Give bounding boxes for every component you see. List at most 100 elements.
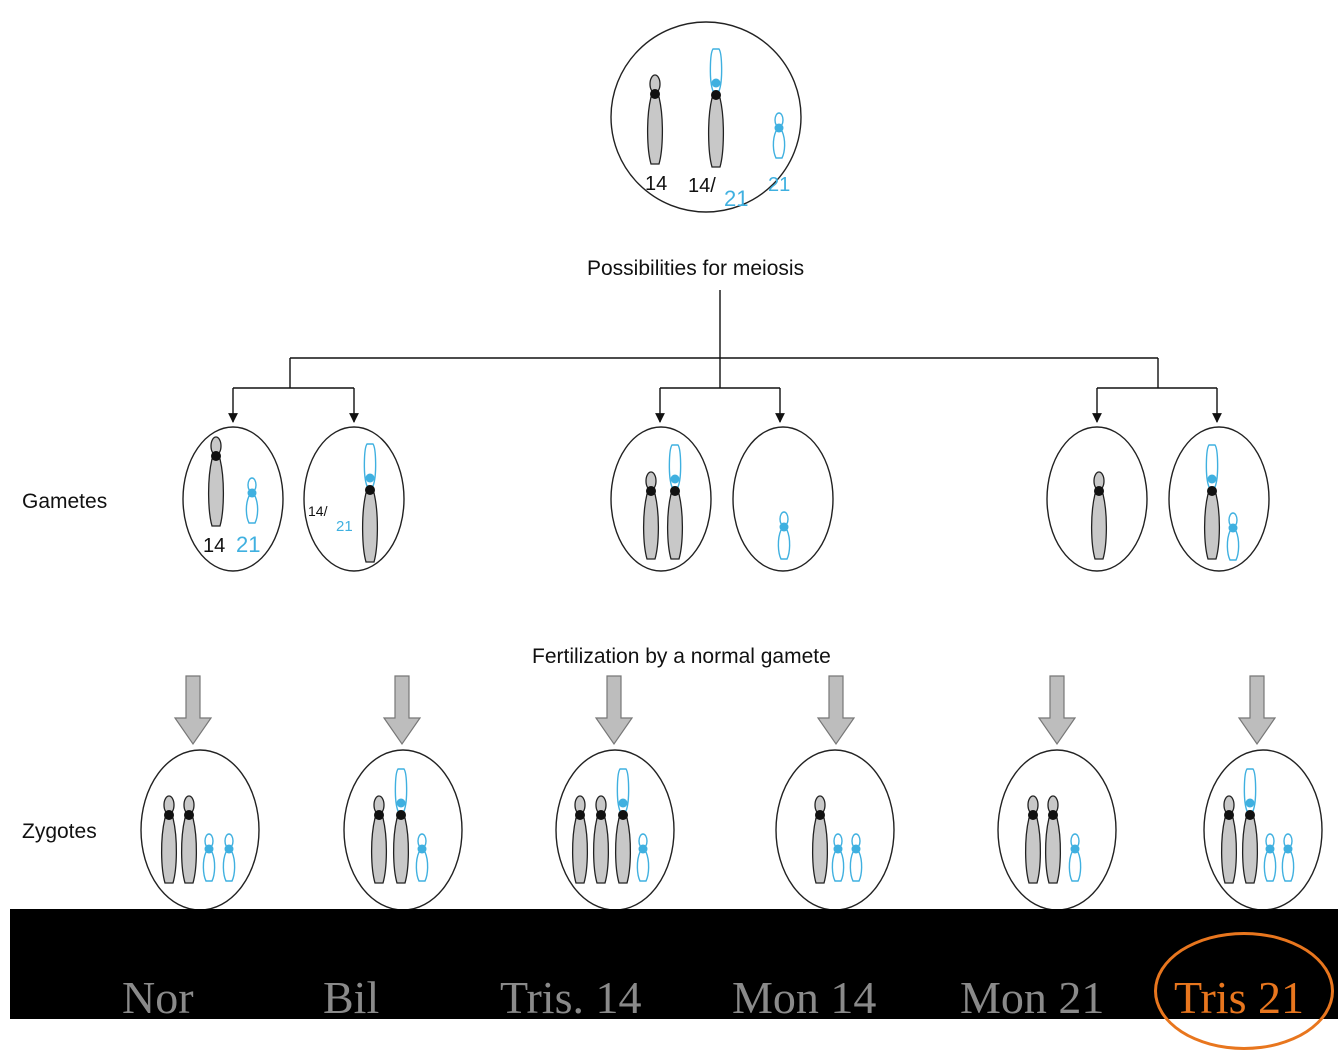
- fertilization-arrow-1: [173, 675, 213, 746]
- gamete2-chr-14-21-21-centromere: [365, 473, 375, 483]
- z4-chr-21b-centromere: [851, 844, 861, 854]
- gamete-label-14: 14: [203, 535, 225, 557]
- z1-chr-21a-centromere: [204, 844, 214, 854]
- outcome-monosomy-14: Mon 14: [732, 972, 877, 1023]
- z1-chr-21b-q-arm: [222, 851, 236, 882]
- fertilization-label: Fertilization by a normal gamete: [532, 645, 831, 668]
- gamete4-chr-21-centromere: [779, 522, 789, 532]
- parent-chr-21-centromere: [774, 123, 784, 133]
- gamete3-chr-14-21-21-centromere: [670, 474, 680, 484]
- highlight-circle: [1154, 932, 1334, 1050]
- gamete2-chr-14-21-14-arm: [361, 492, 379, 563]
- z6-chr-14-centromere: [1224, 810, 1234, 820]
- outcome-bar: [10, 909, 1338, 1019]
- z1-chr-14a-centromere: [164, 810, 174, 820]
- gamete1-chr-21-q-arm: [245, 495, 259, 524]
- z3-chr-14-21-21-centromere: [618, 798, 628, 808]
- z3-chr-14-21-14-arm: [614, 817, 632, 884]
- z2-chr-14-centromere: [374, 810, 384, 820]
- z2-chr-14-21-centromere: [396, 810, 406, 820]
- gamete-cell-2: [303, 426, 405, 572]
- meiosis-label: Possibilities for meiosis: [587, 257, 805, 280]
- z4-chr-21a-q-arm: [831, 851, 845, 882]
- z3-chr-21-centromere: [638, 844, 648, 854]
- zygote-cell-1: [140, 749, 260, 911]
- outcome-normal: Nor: [122, 972, 194, 1023]
- gamete6-chr-21-q-arm: [1226, 530, 1240, 561]
- z5-chr-14a-centromere: [1028, 810, 1038, 820]
- parent-chr-14-21-centromere: [711, 90, 721, 100]
- z3-chr-14a-centromere: [575, 810, 585, 820]
- gamete1-chr-14-q-arm: [207, 458, 225, 527]
- z2-chr-14-21-14-arm: [392, 817, 410, 884]
- gamete5-chr-14-q-arm: [1090, 493, 1108, 560]
- gamete2-chr-14-21-centromere: [365, 485, 375, 495]
- fertilization-arrow-2: [382, 675, 422, 746]
- z5-chr-21-centromere: [1070, 844, 1080, 854]
- gamete3-chr-14-centromere: [646, 486, 656, 496]
- gamete-label-14-slash: 14/: [308, 503, 328, 519]
- gamete-cell-3: [610, 426, 712, 572]
- outcome-balanced: Bil: [323, 972, 380, 1023]
- zygote-cell-4: [775, 749, 895, 911]
- fertilization-arrow-5: [1037, 675, 1077, 746]
- parent-chr-21-q-arm: [772, 130, 786, 159]
- z6-chr-14-q-arm: [1220, 817, 1238, 884]
- fertilization-arrow-3: [594, 675, 634, 746]
- gamete-cell-4: [732, 426, 834, 572]
- z6-chr-14-21-centromere: [1245, 810, 1255, 820]
- gamete-label-21: 21: [236, 532, 260, 557]
- z3-chr-14b-q-arm: [592, 817, 610, 884]
- parent-chr-14-q-arm: [646, 96, 664, 165]
- z1-chr-21a-q-arm: [202, 851, 216, 882]
- gamete3-chr-14-21-centromere: [670, 486, 680, 496]
- outcome-monosomy-21: Mon 21: [960, 972, 1105, 1023]
- parent-label-21: 21: [768, 174, 790, 196]
- z2-chr-21-q-arm: [415, 851, 429, 882]
- parent-cell: [610, 21, 802, 213]
- z5-chr-14b-centromere: [1048, 810, 1058, 820]
- z1-chr-14b-centromere: [184, 810, 194, 820]
- parent-label-14: 14: [645, 173, 667, 195]
- z2-chr-14-21-21-centromere: [396, 798, 406, 808]
- z6-chr-21b-centromere: [1283, 844, 1293, 854]
- z5-chr-21-q-arm: [1068, 851, 1082, 882]
- zygotes-row-label: Zygotes: [22, 820, 97, 843]
- parent-label-translocation-21: 21: [724, 186, 748, 211]
- parent-chr-14-centromere: [650, 89, 660, 99]
- z6-chr-21a-centromere: [1265, 844, 1275, 854]
- gamete6-chr-14-21-14-arm: [1203, 493, 1221, 560]
- gamete3-chr-14-21-14-arm: [666, 493, 684, 560]
- zygote-cell-6: [1203, 749, 1323, 911]
- parent-chr-14-21-14-arm: [707, 97, 725, 168]
- z4-chr-14-q-arm: [811, 817, 829, 884]
- fertilization-arrow-4: [816, 675, 856, 746]
- gamete1-chr-14-centromere: [211, 451, 221, 461]
- z6-chr-21b-q-arm: [1281, 851, 1295, 882]
- gamete6-chr-21-centromere: [1228, 523, 1238, 533]
- gamete-label-translocation-21: 21: [336, 518, 353, 535]
- z3-chr-14b-centromere: [596, 810, 606, 820]
- z1-chr-21b-centromere: [224, 844, 234, 854]
- gamete1-chr-21-centromere: [247, 488, 257, 498]
- z6-chr-14-21-21-centromere: [1245, 798, 1255, 808]
- z2-chr-14-q-arm: [370, 817, 388, 884]
- z3-chr-21-q-arm: [636, 851, 650, 882]
- z3-chr-14a-q-arm: [571, 817, 589, 884]
- fertilization-arrow-6: [1237, 675, 1277, 746]
- z1-chr-14b-q-arm: [180, 817, 198, 884]
- gamete3-chr-14-q-arm: [642, 493, 660, 560]
- z2-chr-21-centromere: [417, 844, 427, 854]
- z6-chr-14-21-14-arm: [1241, 817, 1259, 884]
- z5-chr-14b-q-arm: [1044, 817, 1062, 884]
- z4-chr-14-centromere: [815, 810, 825, 820]
- z4-chr-21b-q-arm: [849, 851, 863, 882]
- gamete-cell-6: [1168, 426, 1270, 572]
- gametes-row-label: Gametes: [22, 490, 108, 513]
- gamete6-chr-14-21-21-centromere: [1207, 474, 1217, 484]
- z6-chr-21a-q-arm: [1263, 851, 1277, 882]
- gamete-cell-5: [1046, 426, 1148, 572]
- gamete-cell-1: [182, 426, 284, 572]
- parent-chr-14-21-21-centromere: [711, 78, 721, 88]
